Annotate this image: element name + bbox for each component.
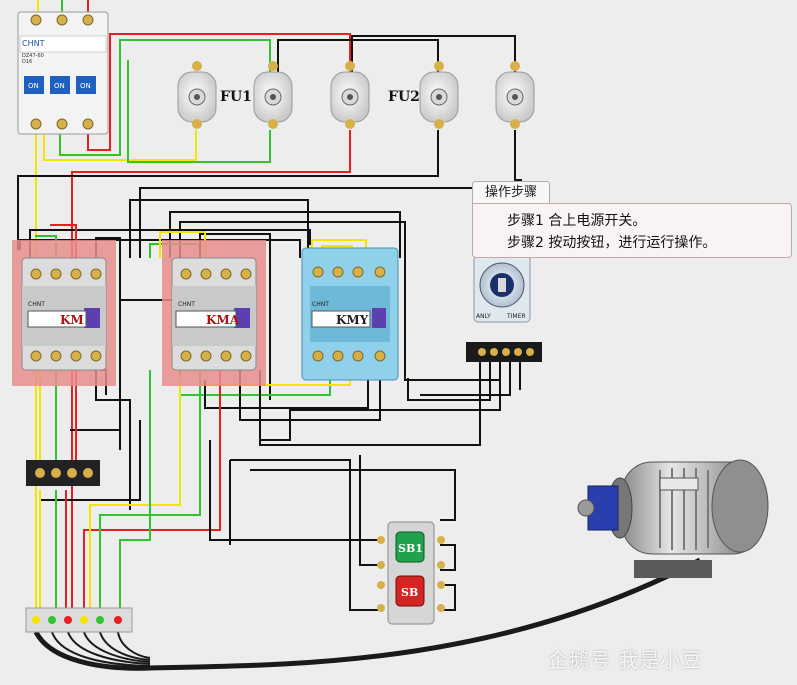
contactor-kma: KMA CHNT	[162, 240, 266, 386]
circuit-breaker: CHNT DZ47-60 D16 ON ON ON	[17, 11, 109, 135]
breaker-switch-3-label: ON	[80, 82, 91, 90]
breaker-brand: CHNT	[22, 39, 45, 48]
timer-brand-left: ANLY	[476, 313, 491, 320]
panel-title[interactable]: 操作步骤	[472, 181, 550, 204]
contactor-km: KM CHNT	[12, 240, 116, 386]
fu2-label: FU2	[388, 89, 420, 105]
fuses: FU1 FU2	[177, 61, 535, 129]
breaker-switch-1-label: ON	[28, 82, 39, 90]
breaker-rating: D16	[22, 59, 32, 65]
fuse-5	[495, 61, 535, 129]
breaker-switch-2-label: ON	[54, 82, 65, 90]
stop-button[interactable]	[395, 575, 425, 607]
panel-body: 步骤1 合上电源开关。 步骤2 按动按钮，进行运行操作。	[472, 203, 792, 258]
km-brand: CHNT	[28, 301, 45, 308]
start-button[interactable]	[395, 531, 425, 563]
fuse-3	[330, 61, 370, 129]
contactor-kmy: KMY CHNT	[301, 247, 399, 381]
terminal-block-motor	[25, 607, 133, 633]
kma-brand: CHNT	[178, 301, 195, 308]
fu1-label: FU1	[220, 89, 252, 105]
stop-button-label: SB	[401, 586, 418, 599]
fuse-1	[177, 61, 217, 129]
breaker-model: DZ47-60	[22, 53, 44, 59]
fuse-4	[419, 61, 459, 129]
kmy-label: KMY	[336, 313, 369, 327]
timer-relay: ANLY TIMER	[466, 255, 542, 362]
motor	[577, 459, 769, 578]
timer-brand-right: TIMER	[506, 313, 526, 320]
instruction-panel: 操作步骤 步骤1 合上电源开关。 步骤2 按动按钮，进行运行操作。	[472, 181, 792, 258]
watermark: 企鹅号 我是小豆	[548, 648, 703, 672]
terminal-block-thermal	[26, 460, 100, 486]
fuse-2	[253, 61, 293, 129]
kma-label: KMA	[206, 313, 240, 327]
km-label: KM	[60, 313, 84, 327]
start-button-label: SB1	[398, 542, 423, 555]
step-1: 步骤1 合上电源开关。	[507, 213, 647, 229]
button-box: SB1 SB	[377, 521, 445, 625]
step-2: 步骤2 按动按钮，进行运行操作。	[507, 235, 717, 251]
kmy-brand: CHNT	[312, 301, 329, 308]
